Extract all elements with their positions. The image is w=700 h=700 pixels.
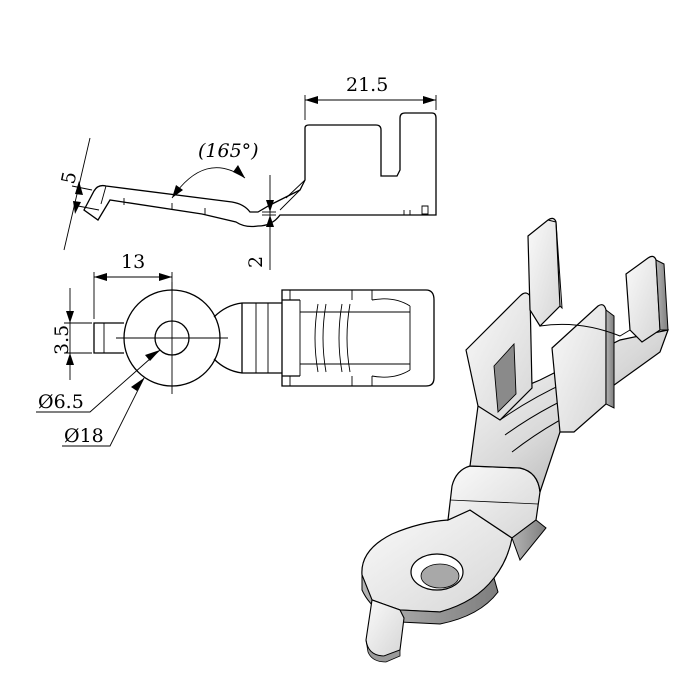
isometric-view (361, 217, 669, 663)
dim-bend-angle: (165°) (198, 140, 259, 162)
dim-tab-width: 3.5 (51, 325, 73, 355)
dim-thickness: 2 (245, 256, 267, 268)
dim-total-length: 21.5 (346, 74, 388, 96)
dim-tab-height: 5 (57, 170, 81, 186)
side-view: 21.5 5 (165°) 2 (57, 74, 437, 270)
dim-ring-center: 13 (121, 251, 145, 273)
dim-hole-diameter: Ø6.5 (38, 391, 84, 413)
plan-view: 13 3.5 Ø6.5 Ø18 (36, 251, 435, 447)
dim-ring-diameter: Ø18 (64, 425, 104, 447)
